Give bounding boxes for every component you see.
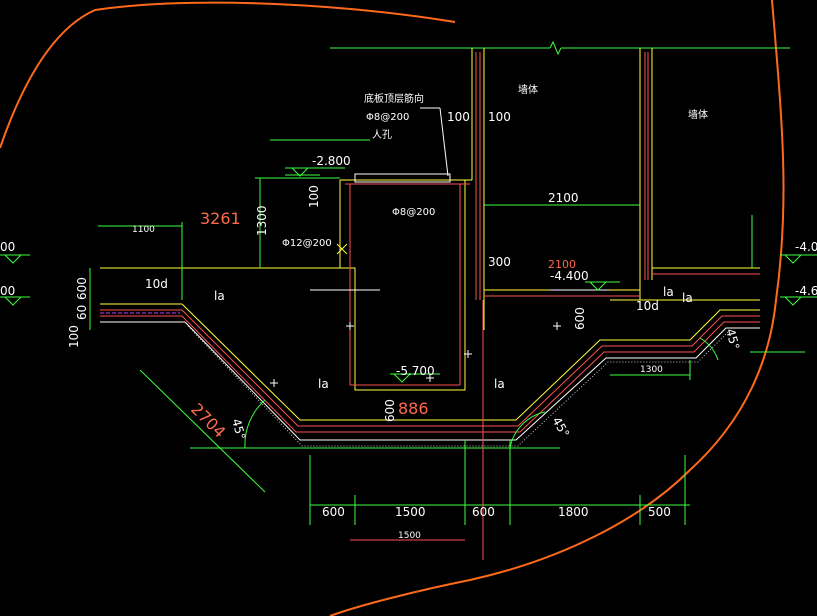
note-rebar-left: Φ12@200 [282, 238, 332, 249]
slab-right [484, 267, 760, 301]
dim-2704: 2704 [187, 399, 229, 441]
label-10d-2: 10d [636, 299, 659, 313]
inclined-slab [181, 303, 760, 447]
dim-886: 886 [398, 399, 429, 418]
label-la-2: la [318, 377, 329, 391]
label-angle-3: 45° [723, 327, 742, 351]
dim-100-right: 100 [488, 110, 511, 124]
dim-bottom-2: 600 [472, 505, 495, 519]
dim-100-left-v: 100 [67, 325, 81, 348]
elev-pit-bottom: -5.700 [396, 364, 435, 378]
elev-mid-right: -4.400 [550, 269, 589, 283]
dim-2100-red: 2100 [548, 258, 576, 271]
dim-600-pit: 600 [383, 399, 397, 422]
right-wall [639, 48, 653, 300]
top-green-line [330, 40, 790, 56]
dim-2100: 2100 [548, 191, 579, 205]
dim-bottom-1: 1500 [395, 505, 426, 519]
dim-1300-small: 1300 [640, 365, 663, 375]
label-angle-1: 45° [229, 417, 248, 441]
dim-100-v: 100 [307, 185, 321, 208]
dim-bottom-0: 600 [322, 505, 345, 519]
dim-1100-small: 1100 [132, 225, 155, 235]
label-10d-1: 10d [145, 277, 168, 291]
label-la-4: la [663, 285, 674, 299]
label-angle-2: 45° [549, 415, 572, 440]
note-top: 底板顶层筋向 [364, 92, 424, 105]
dim-1500-small: 1500 [398, 531, 421, 541]
elev-top-left: -2.800 [312, 154, 351, 168]
boundary-curve-left [0, 1, 456, 149]
dim-300: 300 [488, 255, 511, 269]
note-rebar-top: Φ8@200 [366, 112, 409, 123]
dim-bottom-4: 500 [648, 505, 671, 519]
manhole-cover [354, 107, 451, 183]
dim-lines [89, 139, 805, 541]
note-wall-left: 墙体 [518, 83, 538, 96]
dim-600-left: 600 [75, 277, 89, 300]
label-la-1: la [214, 289, 225, 303]
elev-right-1: -4.0 [795, 240, 817, 254]
dim-3261: 3261 [200, 209, 241, 228]
dim-60-left: 60 [75, 305, 89, 320]
pit-box [339, 179, 472, 391]
markers [270, 243, 561, 387]
dim-600-right: 600 [573, 307, 587, 330]
dim-bottom-3: 1800 [558, 505, 589, 519]
label-la-5: la [682, 291, 693, 305]
label-la-3: la [494, 377, 505, 391]
central-wall [471, 48, 485, 330]
slab-left [100, 267, 340, 323]
elevation-marks [0, 167, 817, 383]
note-wall-right: 墙体 [688, 108, 708, 121]
elev-left-1: 00 [0, 240, 15, 254]
boundary-curve-right [329, 0, 785, 616]
dim-1300: 1300 [255, 205, 269, 236]
angle-arcs [244, 337, 719, 449]
note-rebar-mid: Φ8@200 [392, 207, 435, 218]
note-person: 人孔 [372, 129, 392, 141]
elev-left-2: 00 [0, 284, 15, 298]
elev-right-2: -4.6 [795, 284, 817, 298]
dim-100-left: 100 [447, 110, 470, 124]
